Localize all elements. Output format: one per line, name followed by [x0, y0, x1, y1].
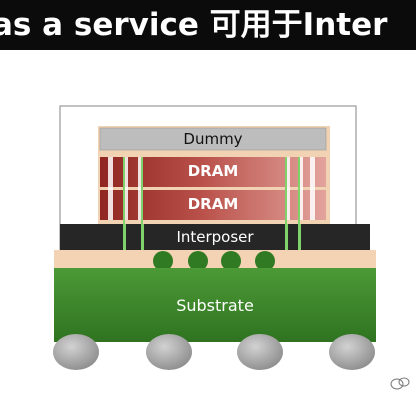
dummy-die [99, 127, 327, 151]
dummy-label: Dummy [183, 130, 243, 148]
solder-ball [329, 334, 375, 370]
interposer-via [123, 224, 126, 250]
interposer-label: Interposer [176, 228, 254, 246]
interposer-underfill [54, 250, 376, 270]
tsv [123, 157, 125, 247]
c4-bumps [153, 251, 275, 271]
interposer-via [141, 224, 144, 250]
title-banner: as a service 可用于Inter [0, 0, 416, 50]
tsv [138, 157, 142, 220]
banner-title: as a service 可用于Inter [0, 7, 388, 43]
solder-ball [53, 334, 99, 370]
tsv [310, 157, 315, 220]
watermark-icon [390, 377, 410, 390]
solder-ball [237, 334, 283, 370]
interposer-via [285, 224, 288, 250]
tsv [299, 157, 303, 220]
solder-balls [53, 334, 375, 370]
substrate-label: Substrate [176, 296, 254, 315]
tsv [298, 157, 300, 247]
interposer-via [298, 224, 301, 250]
tsv-columns [108, 157, 315, 247]
dram-bottom-label: DRAM [187, 195, 239, 213]
bump [221, 251, 241, 271]
bump [255, 251, 275, 271]
tsv [141, 157, 143, 247]
tsv [108, 157, 113, 220]
solder-ball [146, 334, 192, 370]
substrate [54, 268, 376, 342]
bump [153, 251, 173, 271]
tsv [286, 157, 290, 220]
bump [188, 251, 208, 271]
tsv [124, 157, 128, 220]
dram-top-label: DRAM [187, 162, 239, 180]
tsv [285, 157, 287, 247]
interposer [60, 224, 370, 250]
